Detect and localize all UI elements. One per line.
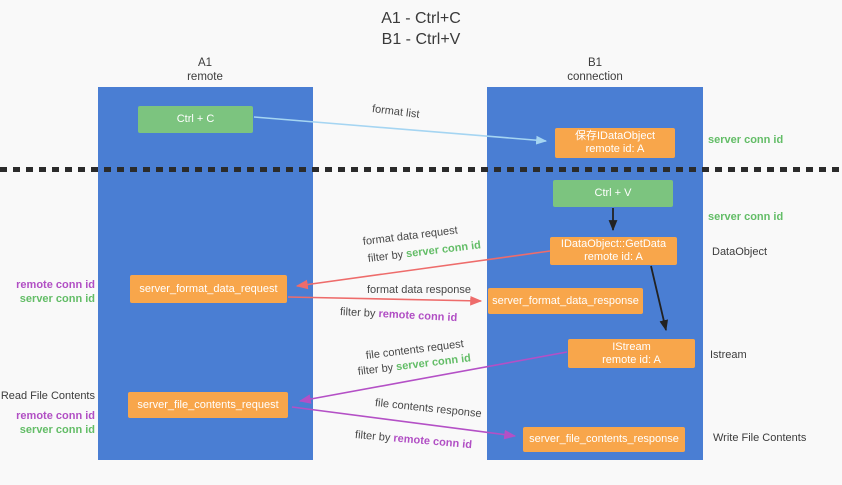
left-conn-id-stack-1: remote conn id server conn id [0,279,95,306]
istream-side-label: Istream [710,349,747,361]
file-contents-response-annotation: file contents response [374,397,483,421]
lane-a1-title: A1 [197,57,213,69]
ctrl-v-box: Ctrl + V [553,180,673,207]
server-conn-id-label-4: server conn id [19,423,95,436]
filter-prefix-3: filter by [357,361,397,378]
istream-line1: IStream [612,340,651,353]
getdata-line2: remote id: A [584,251,643,263]
server-conn-id-label-1: server conn id [708,134,784,146]
server-file-contents-request-box: server_file_contents_request [128,392,288,418]
session-divider-dashed-line [0,167,842,172]
idataobject-getdata-box: IDataObject::GetData remote id: A [550,237,677,265]
lane-header-b1: B1 connection [535,56,655,84]
filter-by-remote-conn-id-annotation-1: filter by remote conn id [340,306,458,325]
format-list-annotation: format list [371,103,421,121]
server-file-contents-response-box: server_file_contents_response [523,427,685,452]
server-conn-id-label-2: server conn id [708,211,784,223]
title-line-1: A1 - Ctrl+C [381,10,461,27]
format-data-response-arrow [287,295,483,306]
left-conn-id-stack-2: remote conn id server conn id [0,410,95,437]
filter-prefix-1: filter by [367,248,407,265]
istream-line2: remote id: A [602,353,661,366]
ctrl-c-box: Ctrl + C [138,106,253,133]
lane-header-a1: A1 remote [145,56,265,84]
remote-conn-id-label-2: remote conn id [16,410,95,422]
lane-b1-subtitle: connection [567,71,623,83]
lane-b1-title: B1 [587,57,603,69]
remote-conn-id-label-1: remote conn id [16,279,95,291]
read-file-contents-label: Read File Contents [0,390,95,402]
dataobject-label: DataObject [712,246,768,258]
save-idataobject-box: 保存IDataObject remote id: A [555,128,675,158]
format-data-response-annotation: format data response [367,284,471,296]
server-format-data-request-box: server_format_data_request [130,275,287,303]
filter-term-4: remote conn id [392,432,473,452]
format-request-label: server_format_data_request [139,282,278,295]
server-format-data-response-box: server_format_data_response [488,288,643,314]
diagram-title: A1 - Ctrl+C B1 - Ctrl+V [0,8,842,50]
lane-a1-subtitle: remote [187,71,223,83]
filter-prefix-4: filter by [354,429,394,445]
filter-prefix-2: filter by [339,306,379,321]
title-line-2: B1 - Ctrl+V [381,31,461,48]
server-conn-id-label-3: server conn id [19,292,95,305]
getdata-line1: IDataObject::GetData [560,238,667,250]
save-idataobject-line2: remote id: A [585,143,645,155]
filter-term-2: remote conn id [378,308,458,325]
file-request-label: server_file_contents_request [137,398,279,411]
format-response-label: server_format_data_response [492,294,639,307]
write-file-contents-label: Write File Contents [713,432,807,444]
file-response-label: server_file_contents_response [529,433,679,445]
istream-box: IStream remote id: A [568,339,695,368]
save-idataobject-line1: 保存IDataObject [574,130,656,142]
ctrl-c-label: Ctrl + C [176,113,215,125]
filter-by-remote-conn-id-annotation-2: filter by remote conn id [354,429,473,452]
ctrl-v-label: Ctrl + V [594,187,632,199]
